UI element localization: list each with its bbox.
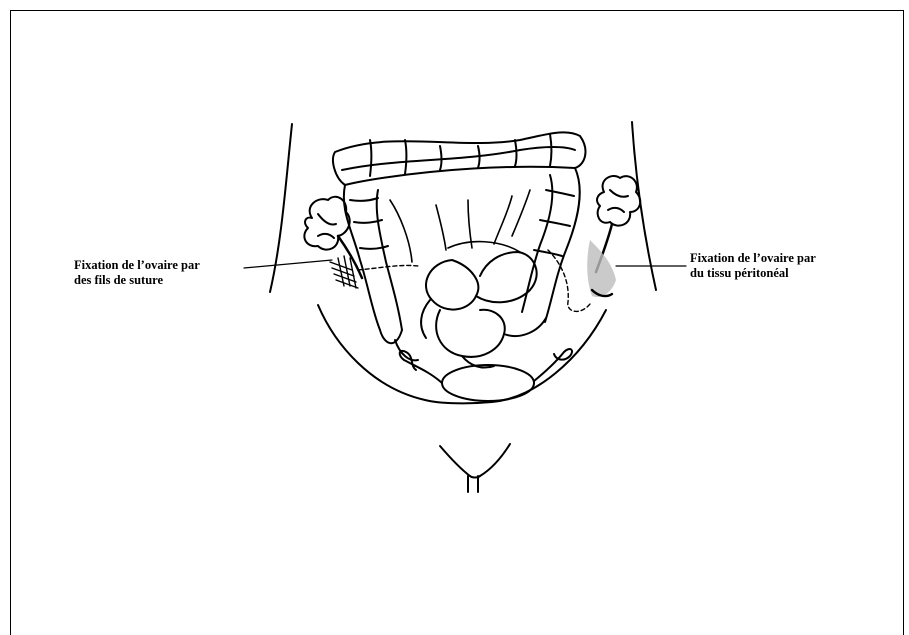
annotation-left-line2: des fils de suture: [74, 273, 200, 288]
small-intestine: [421, 252, 546, 368]
uterus-and-tubes: [400, 349, 572, 401]
pubic-region: [440, 444, 510, 492]
annotation-left-line1: Fixation de l’ovaire par: [74, 258, 200, 273]
mesentery: [390, 190, 530, 262]
annotation-left: Fixation de l’ovaire par des fils de sut…: [74, 258, 200, 288]
peritoneal-tissue-shading: [587, 240, 616, 297]
annotation-right-line2: du tissu péritonéal: [690, 266, 816, 281]
annotation-right-line1: Fixation de l’ovaire par: [690, 251, 816, 266]
colon: [333, 132, 585, 360]
annotation-right: Fixation de l’ovaire par du tissu périto…: [690, 251, 816, 281]
left-leader-line: [244, 260, 332, 268]
